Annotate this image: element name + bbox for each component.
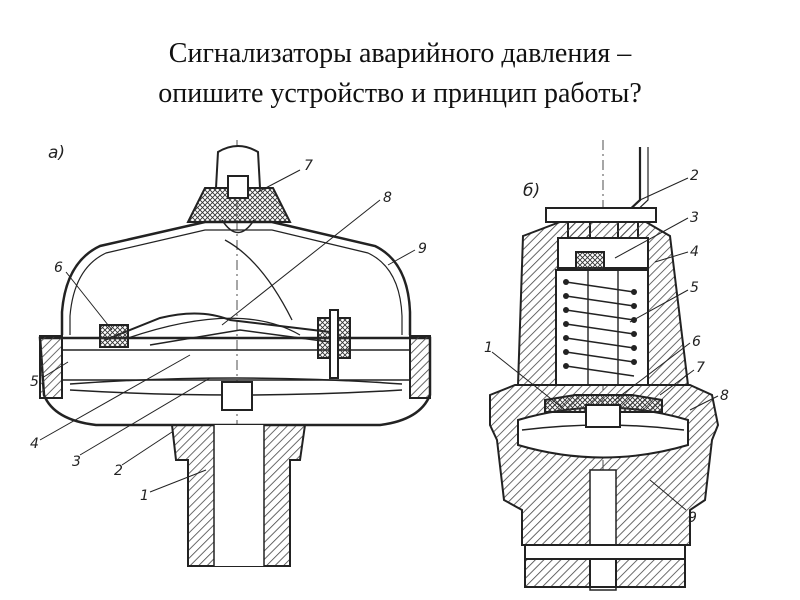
panel-b-drawing: [489, 140, 720, 591]
panel-a-callout-7: 7: [304, 158, 313, 174]
panel-b-callout-7: 7: [696, 360, 705, 376]
panel-a-callout-2: 2: [114, 463, 123, 479]
panel-b-callout-5: 5: [690, 280, 699, 296]
panel-a-callout-4: 4: [30, 436, 39, 452]
panel-a-callout-3: 3: [72, 454, 81, 470]
panel-b-leaders: [491, 177, 719, 511]
panel-a-callout-8: 8: [383, 190, 392, 206]
panel-a-callout-9: 9: [418, 241, 427, 257]
panel-a-callout-1: 1: [140, 488, 149, 504]
panel-b-callout-2: 2: [690, 168, 699, 184]
panel-b-callout-3: 3: [690, 210, 699, 226]
slide-title-line-2: опишите устройство и принцип работы?: [158, 78, 642, 109]
panel-b-callout-8: 8: [720, 388, 729, 404]
panel-a-label: а): [48, 143, 65, 163]
panel-b-callout-1: 1: [484, 340, 493, 356]
panel-b-label: б): [523, 181, 540, 201]
panel-b-callout-6: 6: [692, 334, 701, 350]
slide-title: Сигнализаторы аварийного давления – опиш…: [0, 34, 800, 114]
panel-b-callout-9: 9: [688, 510, 697, 526]
panel-a-labels: а) 7 8 9 6 5 4 3 2 1: [30, 143, 427, 504]
panel-a-drawing: [38, 140, 432, 567]
panel-a-callout-5: 5: [30, 374, 39, 390]
panel-a-callout-6: 6: [54, 260, 63, 276]
panel-a-leaders: [39, 169, 416, 493]
panel-b-labels: б) 2 3 4 5 6 7 8 1 9: [484, 168, 729, 526]
slide-title-line-1: Сигнализаторы аварийного давления –: [168, 38, 632, 69]
panel-b-callout-4: 4: [690, 244, 699, 260]
